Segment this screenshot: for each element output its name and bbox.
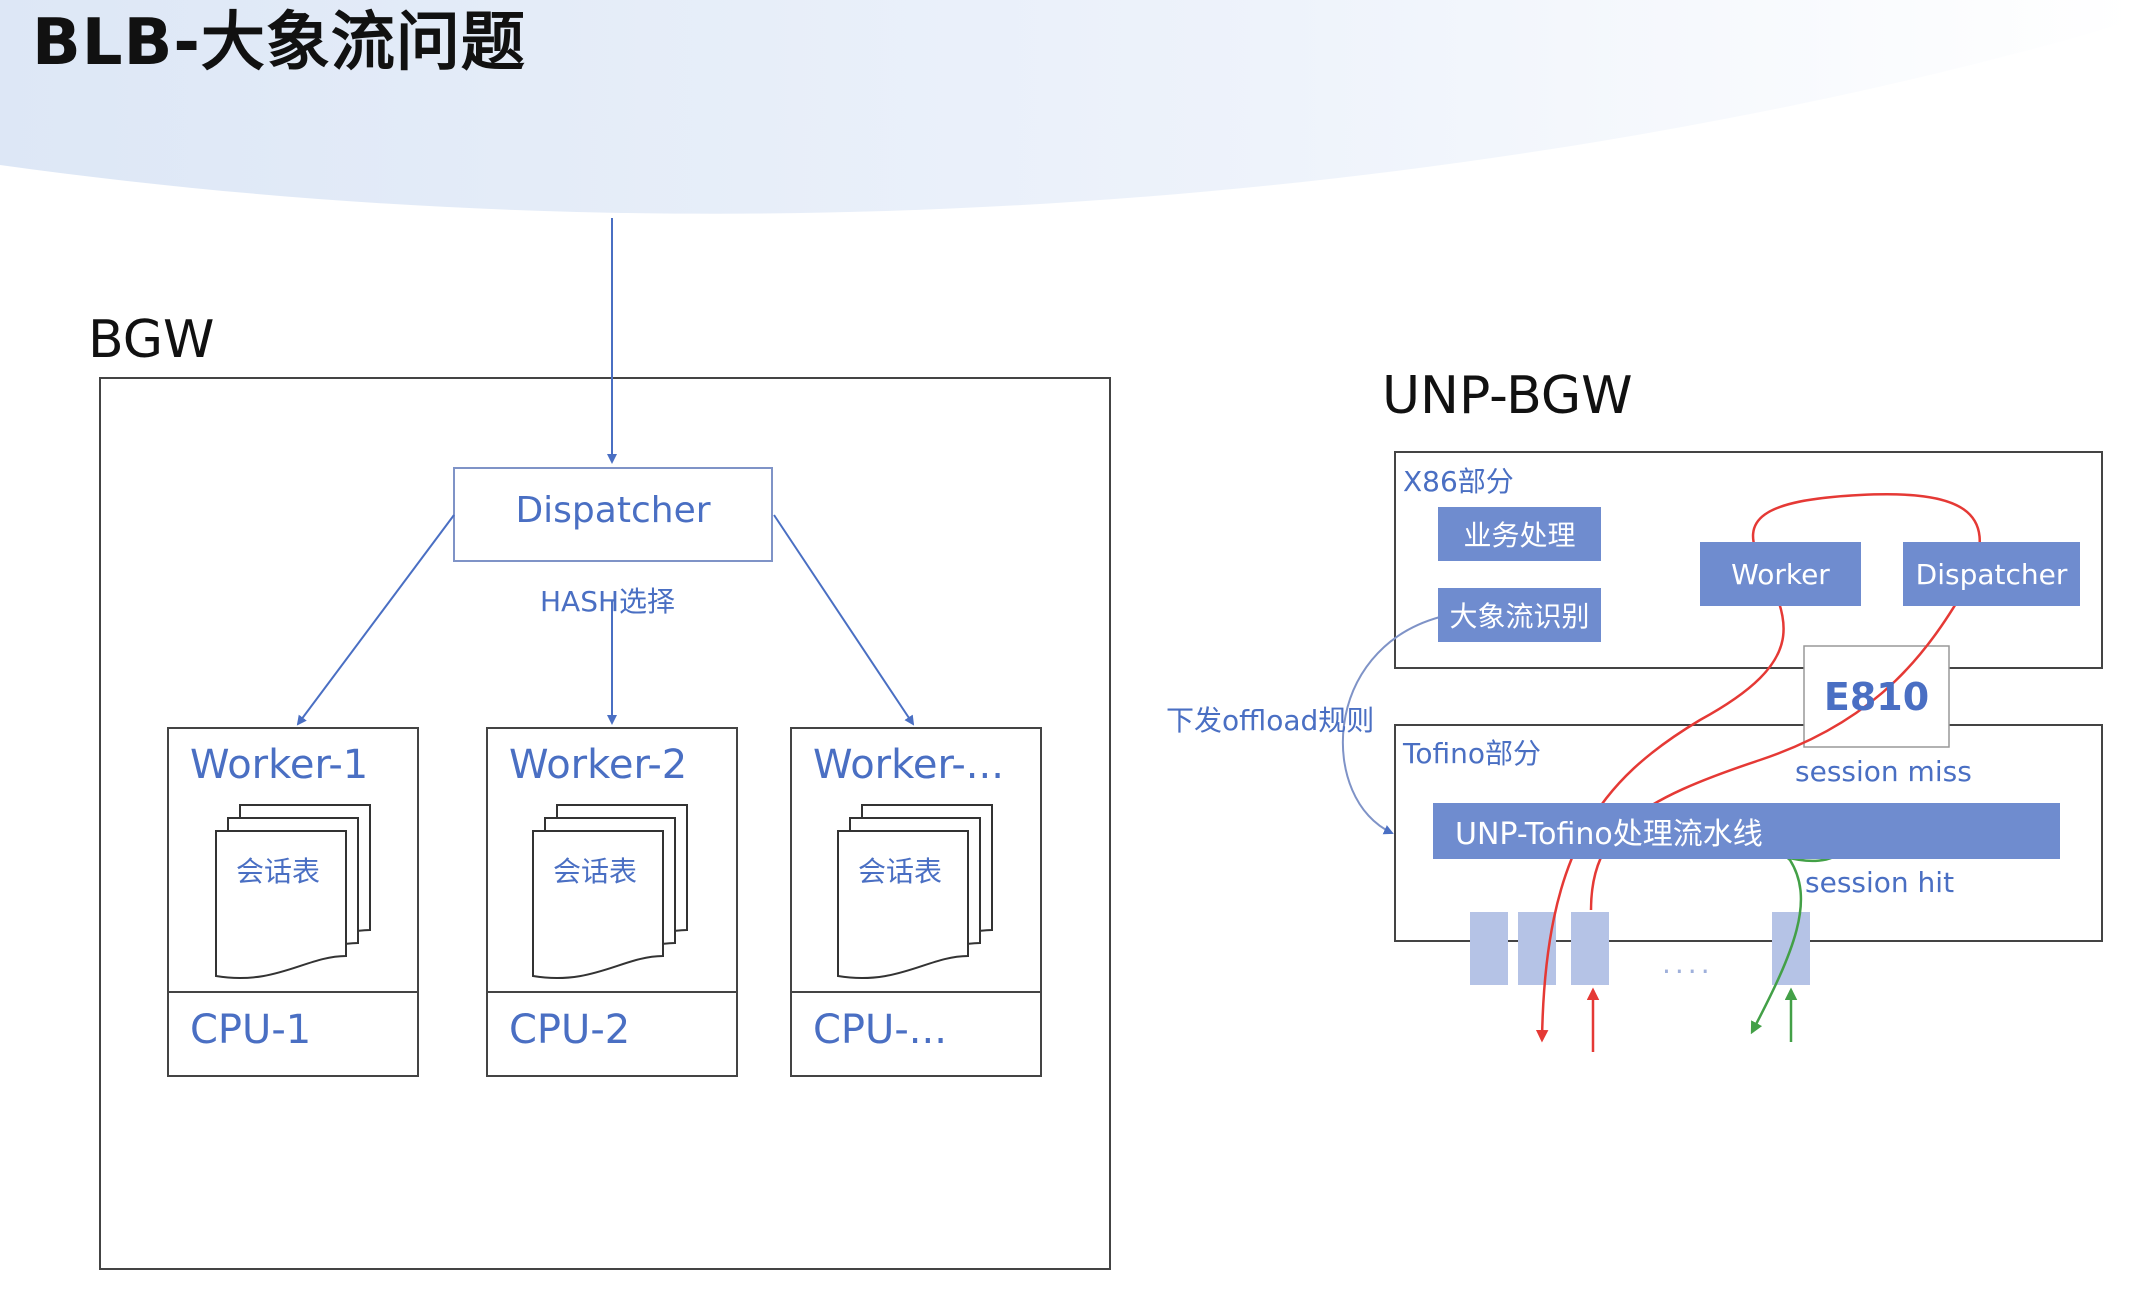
background-wave — [0, 0, 2136, 214]
worker-2-title: Worker-2 — [509, 742, 688, 788]
elephant-flow-detect-box: 大象流识别 — [1438, 588, 1601, 642]
session-table-3-label: 会话表 — [858, 855, 943, 888]
session-table-stack-3 — [837, 804, 993, 979]
worker-2-group — [486, 727, 738, 1077]
bgw-frame — [99, 377, 1111, 1270]
dispatcher-box — [453, 467, 773, 562]
worker-1-title: Worker-1 — [190, 742, 369, 788]
cpu-1-label: CPU-1 — [190, 1007, 312, 1053]
arrow-to-worker-3 — [773, 514, 915, 726]
port-blocks — [1470, 912, 1810, 985]
dispatcher-box-unp: Dispatcher — [1903, 542, 2080, 606]
bgw-label: BGW — [88, 310, 215, 370]
cpu-3-label: CPU-... — [813, 1007, 947, 1053]
business-process-box: 业务处理 — [1438, 507, 1601, 561]
worker-box: Worker — [1700, 542, 1861, 606]
cpu-2-label: CPU-2 — [509, 1007, 631, 1053]
session-table-stack-2 — [532, 804, 688, 979]
unp-bgw-label: UNP-BGW — [1382, 366, 1633, 426]
session-hit-label: session hit — [1805, 866, 1955, 899]
worker-3-group — [790, 727, 1042, 1077]
session-table-stack-1 — [215, 804, 371, 979]
hash-select-label: HASH选择 — [540, 585, 676, 618]
x86-section-label: X86部分 — [1403, 465, 1514, 498]
more-ports-dots: .... — [1662, 947, 1714, 980]
session-table-2-label: 会话表 — [553, 855, 638, 888]
session-table-1-label: 会话表 — [236, 855, 321, 888]
worker-1-group — [167, 727, 419, 1077]
tofino-frame — [1394, 724, 2103, 942]
worker-3-title: Worker-... — [813, 742, 1004, 788]
tofino-section-label: Tofino部分 — [1403, 737, 1541, 770]
offload-rule-label: 下发offload规则 — [1166, 704, 1375, 737]
offload-arrow — [1341, 616, 1441, 835]
tofino-pipeline-box: UNP-Tofino处理流水线 — [1433, 803, 2060, 859]
x86-frame — [1394, 451, 2103, 669]
e810-label: E810 — [1823, 675, 1930, 719]
session-miss-label: session miss — [1795, 755, 1972, 788]
page-title: BLB-大象流问题 — [32, 6, 526, 80]
dispatcher-label: Dispatcher — [515, 490, 711, 531]
arrow-to-worker-1 — [296, 514, 455, 726]
session-miss-path — [1535, 493, 1981, 1043]
